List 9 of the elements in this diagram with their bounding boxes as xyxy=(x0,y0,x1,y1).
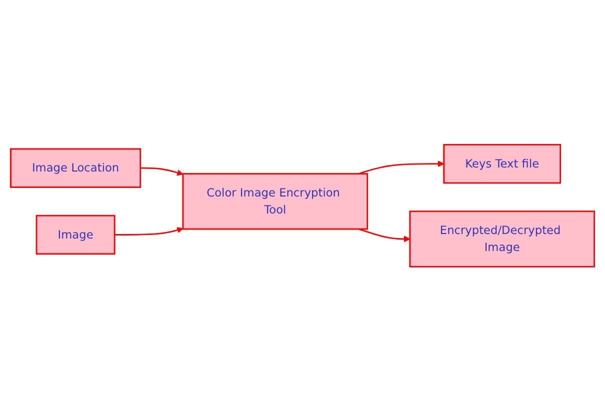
arrow xyxy=(140,167,184,176)
arrow xyxy=(358,160,444,174)
node-box: Color Image Encryption Tool xyxy=(182,172,368,230)
arrow xyxy=(358,228,410,242)
arrow xyxy=(114,226,184,236)
node-box: Image Location xyxy=(10,148,142,188)
node-box: Keys Text file xyxy=(443,144,562,184)
node-box: Encrypted/Decrypted Image xyxy=(409,210,596,268)
node-box: Image xyxy=(36,214,116,254)
